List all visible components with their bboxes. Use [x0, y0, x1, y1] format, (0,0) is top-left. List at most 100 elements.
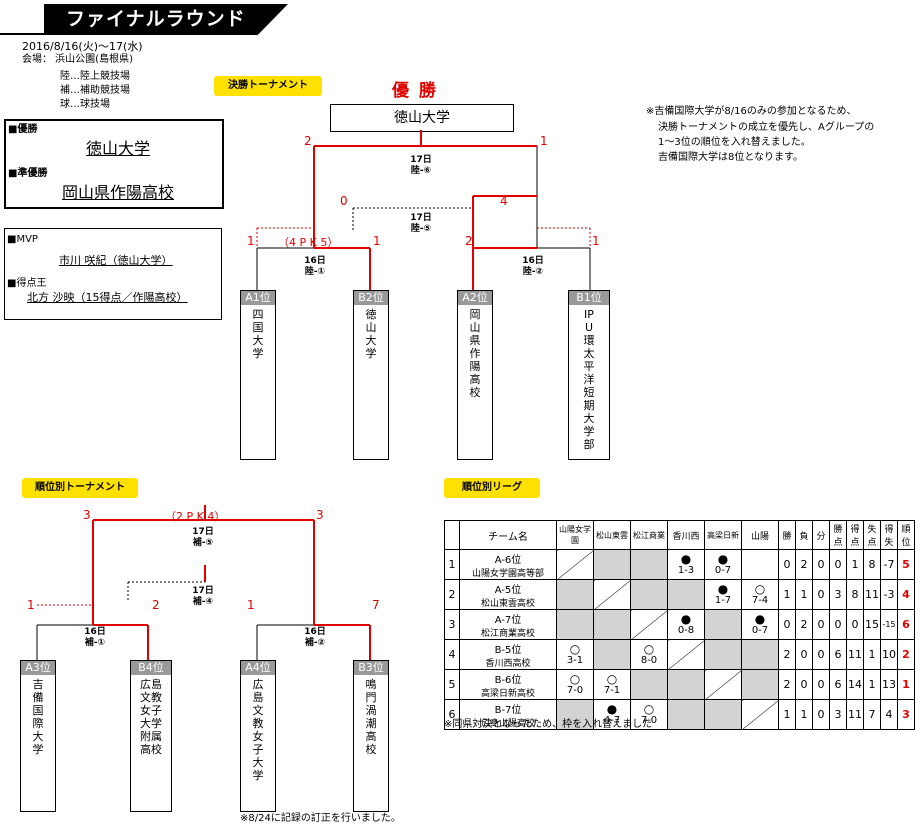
stat-gd: -7: [880, 549, 898, 580]
match-cell: [556, 699, 594, 730]
header-stat: 順位: [897, 520, 915, 550]
match-cell: [704, 609, 742, 640]
placement-tournament-label: 順位別トーナメント: [22, 478, 138, 498]
final-team-a2: A2位 岡山県作陽高校: [457, 290, 493, 460]
stat-l: 1: [795, 579, 813, 610]
result-box: ■優勝 徳山大学 ■準優勝 岡山県作陽高校: [4, 119, 224, 209]
match-cell: [630, 579, 668, 610]
loss-mark-icon: ●: [754, 612, 766, 626]
final-match-4: 17日陸-⑥: [410, 155, 432, 176]
seed-label: B1位: [569, 291, 609, 305]
final-match-2: 16日陸-②: [522, 256, 544, 277]
match-score: 7-4: [751, 595, 769, 606]
league-table: チーム名 山陽女学園 松山東雲 松江商業 香川西 高梁日新 山陽 勝 負 分 勝…: [444, 520, 915, 730]
stat-gf: 1: [846, 549, 864, 580]
match-cell: [630, 609, 668, 640]
winner-label: ■優勝: [8, 124, 38, 135]
final-score-left-3: 0: [340, 194, 348, 208]
final-score-right-1: 1: [373, 234, 381, 248]
stat-w: 2: [778, 639, 796, 670]
stat-pts: 3: [829, 699, 847, 730]
header-opp: 松江商業: [630, 520, 668, 550]
final-match-3: 17日陸-⑤: [410, 213, 432, 234]
final-score-left-4: 2: [304, 134, 312, 148]
win-mark-icon: ○: [643, 642, 655, 656]
team-name-wrap: IPU環太平洋短期大学部: [569, 305, 609, 451]
match-cell: ○3-1: [556, 639, 594, 670]
stat-d: 0: [812, 639, 830, 670]
seed-label: B4位: [131, 661, 171, 675]
team-name: 山陽女学園高等部: [471, 568, 544, 579]
final-place: 4: [897, 579, 915, 610]
final-score-left-2: 2: [465, 234, 473, 248]
bottom-note: ※8/24に記録の訂正を行いました。: [240, 813, 401, 824]
header-blank: [444, 520, 460, 550]
stat-w: 0: [778, 609, 796, 640]
team-cell: A-7位松江商業高校: [459, 609, 557, 640]
stat-gd: 4: [880, 699, 898, 730]
final-pk-1: （4 P K 5）: [278, 236, 339, 249]
note-line-4: 吉備国際大学は8位となります。: [658, 152, 804, 163]
team-name: 松山東雲高校: [480, 598, 535, 609]
final-team-b2: B2位 徳山大学: [353, 290, 389, 460]
match-cell: [630, 549, 668, 580]
stat-gf: 0: [846, 609, 864, 640]
final-place: 2: [897, 639, 915, 670]
row-number: 1: [444, 549, 460, 580]
stat-ga: 8: [863, 549, 881, 580]
match-score: 1-7: [714, 595, 732, 606]
event-venue: 会場： 浜山公園(島根県): [22, 54, 133, 65]
stat-pts: 0: [829, 609, 847, 640]
team-name: 広島文教女子大学附属高校: [140, 678, 162, 756]
final-team-b1: B1位 IPU環太平洋短期大学部: [568, 290, 610, 460]
stat-gf: 11: [846, 699, 864, 730]
team-cell: B-7位広島山陽高校: [459, 699, 557, 730]
stat-d: 0: [812, 699, 830, 730]
loss-mark-icon: ●: [680, 552, 692, 566]
place-score-right-4: 3: [316, 508, 324, 522]
win-mark-icon: ○: [569, 642, 581, 656]
header-opp: 香川西: [667, 520, 705, 550]
stat-gf: 11: [846, 639, 864, 670]
stat-w: 1: [778, 699, 796, 730]
runner-label: ■準優勝: [8, 168, 48, 179]
team-name: 岡山県作陽高校: [469, 308, 481, 399]
team-name: 徳山大学: [365, 308, 377, 360]
match-cell: [704, 699, 742, 730]
stat-w: 1: [778, 579, 796, 610]
win-mark-icon: ○: [643, 702, 655, 716]
header-opp: 山陽: [741, 520, 779, 550]
match-cell: [667, 699, 705, 730]
team-name: 香川西高校: [485, 658, 531, 669]
match-score: 7-0: [640, 715, 658, 726]
place-score-right-2: 7: [372, 598, 380, 612]
header-stat: 失点: [863, 520, 881, 550]
match-cell: [593, 609, 631, 640]
match-cell: [741, 639, 779, 670]
final-place: 6: [897, 609, 915, 640]
row-number: 4: [444, 639, 460, 670]
place-team-b3: B3位 鳴門渦潮高校: [353, 660, 389, 812]
stat-pts: 3: [829, 579, 847, 610]
match-cell: ○7-0: [556, 669, 594, 700]
place-score-right-1: 2: [152, 598, 160, 612]
match-cell: [630, 669, 668, 700]
team-name: IPU環太平洋短期大学部: [583, 308, 595, 451]
scorer-name: 北方 沙映（15得点／作陽高校）: [27, 291, 188, 304]
stat-pts: 0: [829, 549, 847, 580]
seed-label: A2位: [458, 291, 492, 305]
match-cell: ●0-7: [741, 609, 779, 640]
header-opp: 高梁日新: [704, 520, 742, 550]
match-cell: ●1-3: [667, 549, 705, 580]
stat-l: 1: [795, 699, 813, 730]
row-number: 5: [444, 669, 460, 700]
win-mark-icon: ○: [606, 672, 618, 686]
header-stat: 得点: [846, 520, 864, 550]
match-score: 4-7: [603, 715, 621, 726]
note-line-3: 1～3位の順位を入れ替えました。: [658, 137, 811, 148]
team-name: 松江商業高校: [480, 628, 535, 639]
match-cell: [593, 639, 631, 670]
